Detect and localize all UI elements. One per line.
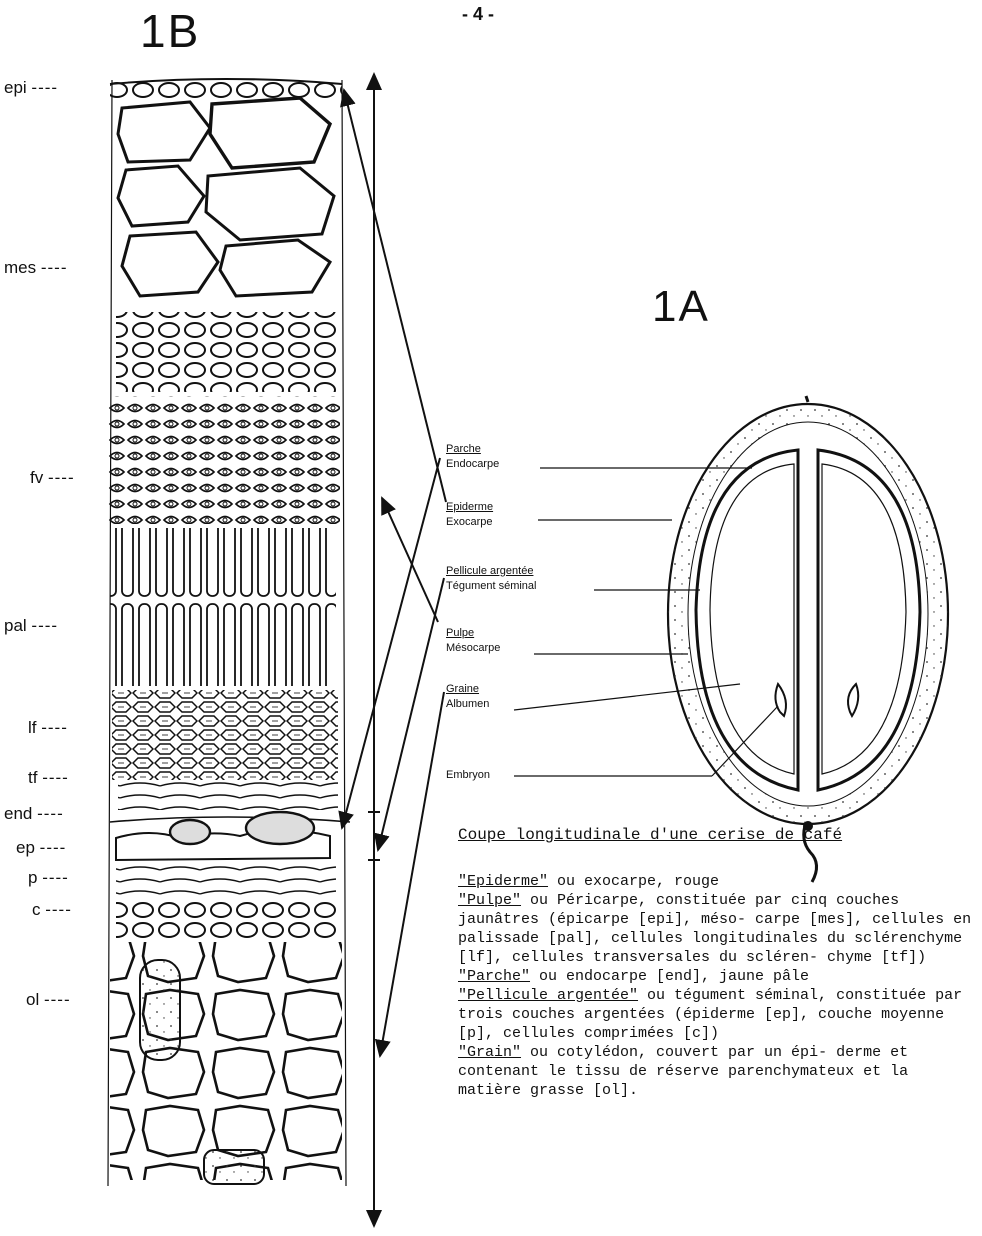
legend-main-label: Pulpe <box>446 626 500 641</box>
legend-main-label: Epiderme <box>446 500 493 515</box>
layer-mesocarp-lower <box>116 312 340 392</box>
legend-epiderme: Epiderme Exocarpe <box>446 500 493 530</box>
legend-pulpe: Pulpe Mésocarpe <box>446 626 500 656</box>
legend-main-label: Parche <box>446 442 499 457</box>
description-item: "Parche" ou endocarpe [end], jaune pâle <box>458 967 978 986</box>
connector-arrows <box>342 90 446 1056</box>
layer-transversal-fibers <box>118 780 338 810</box>
legend-main-label: Pellicule argentée <box>446 564 537 579</box>
legend-embryon: Embryon <box>446 768 490 783</box>
legend-sub-label: Albumen <box>446 697 489 712</box>
description-item: "Pulpe" ou Péricarpe, constituée par cin… <box>458 891 978 967</box>
layer-mesocarp <box>118 98 334 296</box>
legend-graine: Graine Albumen <box>446 682 489 712</box>
description-item: "Grain" ou cotylédon, couvert par un épi… <box>458 1043 978 1100</box>
description-item: "Epiderme" ou exocarpe, rouge <box>458 872 978 891</box>
legend-pellicule: Pellicule argentée Tégument séminal <box>446 564 537 594</box>
legend-sub-label: Endocarpe <box>446 457 499 472</box>
figure-caption: Coupe longitudinale d'une cerise de café <box>458 826 842 844</box>
layer-longitudinal-fibers <box>112 690 338 780</box>
layer-endocarp <box>110 817 350 822</box>
figure-description: "Epiderme" ou exocarpe, rouge "Pulpe" ou… <box>458 872 978 1100</box>
layer-epicarp <box>110 80 342 102</box>
coffee-cherry-1a <box>668 396 948 882</box>
legend-sub-label: Embryon <box>446 768 490 783</box>
layer-middle <box>116 862 336 896</box>
legend-main-label: Graine <box>446 682 489 697</box>
description-item: "Pellicule argentée" ou tégument séminal… <box>458 986 978 1043</box>
layer-compressed-cells <box>116 898 336 938</box>
legend-sub-label: Tégument séminal <box>446 579 537 594</box>
layer-fibrovascular <box>108 396 340 524</box>
legend-sub-label: Exocarpe <box>446 515 493 530</box>
tissue-section-1b <box>108 79 350 1186</box>
legend-parche: Parche Endocarpe <box>446 442 499 472</box>
layer-palisade <box>110 528 336 686</box>
legend-sub-label: Mésocarpe <box>446 641 500 656</box>
